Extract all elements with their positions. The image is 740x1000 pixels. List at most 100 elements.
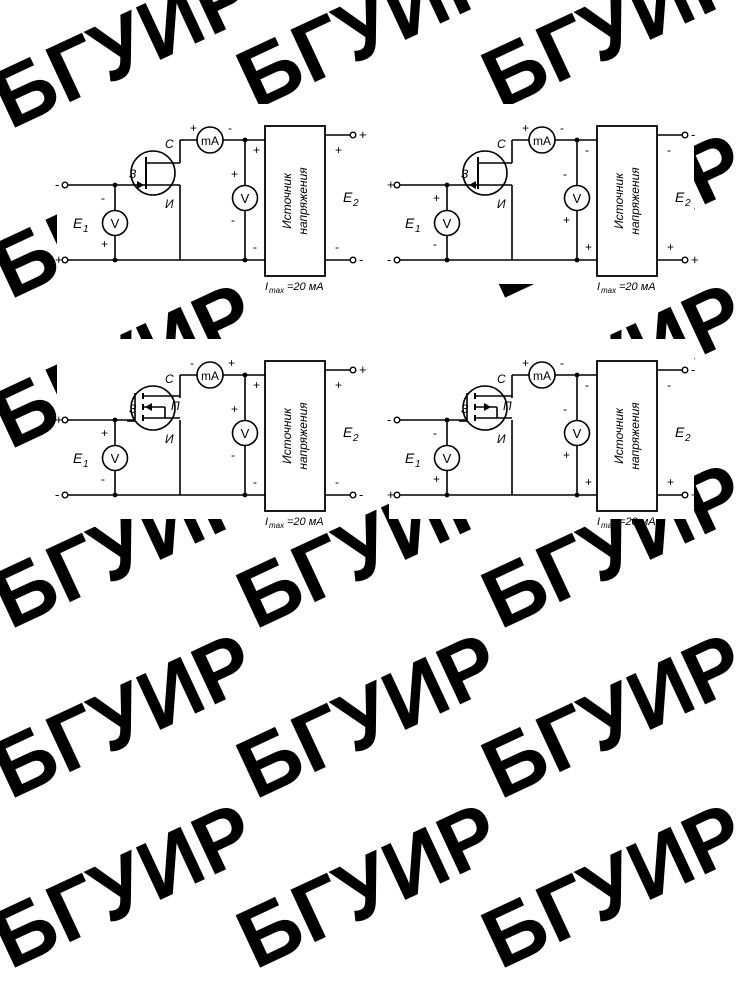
junction-dot [112, 417, 118, 423]
junction-dot [242, 492, 248, 498]
e1-subscript: 1 [83, 459, 89, 470]
drain-label: С [165, 372, 174, 386]
box-top-right-sign: - [667, 143, 671, 157]
e2-subscript: 2 [684, 198, 691, 209]
voltage-source-box [264, 125, 326, 277]
drain-label: С [497, 137, 506, 151]
voltmeter-e1-top-sign: - [433, 426, 437, 440]
drain-label: С [497, 372, 506, 386]
junction-dot [112, 182, 118, 188]
gate-label: З [461, 402, 469, 416]
voltmeter-e1-bottom-sign: + [101, 237, 108, 251]
ammeter-right-sign: - [228, 121, 232, 135]
ammeter-label: mA [533, 369, 551, 383]
e2-label: E [675, 189, 685, 205]
ammeter-right-sign: + [228, 356, 235, 370]
e1-label: E [405, 215, 415, 231]
box-bottom-left-sign: + [585, 475, 592, 489]
transistor-circle [462, 150, 508, 196]
terminal-circle [393, 181, 401, 189]
terminal-circle [61, 181, 69, 189]
e2-label: E [343, 424, 353, 440]
voltmeter-e2-label: V [573, 426, 582, 441]
terminal-circle [681, 131, 689, 139]
imax-label: I [597, 516, 600, 528]
terminal-circle [61, 491, 69, 499]
e1-label: E [73, 215, 83, 231]
voltmeter-e2-top-sign: + [231, 402, 238, 416]
box-bottom-left-sign: - [253, 475, 257, 489]
terminal-left-bottom-sign: - [55, 487, 59, 502]
source-label: И [497, 197, 506, 211]
terminal-top-sign: + [359, 362, 367, 377]
substrate-arrow [484, 403, 491, 411]
imax-value: =20 мА [619, 516, 656, 528]
imax-subscript: max [601, 521, 617, 530]
voltage-source-box [596, 125, 658, 277]
junction-dot [242, 372, 248, 378]
junction-dot [242, 257, 248, 263]
voltage-source-label-1: Источник [612, 172, 626, 229]
junction-dot [444, 257, 450, 263]
imax-value: =20 мА [619, 281, 656, 293]
junction-dot [112, 257, 118, 263]
voltmeter-e2-circle [563, 419, 591, 447]
voltmeter-e1-circle [101, 209, 129, 237]
source-label: И [497, 432, 506, 446]
terminal-circle [681, 491, 689, 499]
e2-subscript: 2 [352, 198, 359, 209]
box-bottom-left-sign: + [585, 240, 592, 254]
terminal-left-bottom-sign: + [387, 487, 395, 502]
terminal-circle [681, 256, 689, 264]
voltmeter-e2-label: V [573, 191, 582, 206]
ammeter-label: mA [533, 134, 551, 148]
e1-subscript: 1 [83, 224, 89, 235]
e2-subscript: 2 [684, 433, 691, 444]
transistor-circle [130, 385, 176, 431]
terminal-top-sign: + [359, 127, 367, 142]
voltmeter-e1-label: V [111, 216, 120, 231]
gate-arrow [469, 181, 476, 189]
junction-dot [574, 372, 580, 378]
terminal-bottom-sign: + [691, 487, 699, 502]
e1-subscript: 1 [415, 224, 421, 235]
terminal-circle [349, 491, 357, 499]
voltmeter-e1-bottom-sign: - [433, 237, 437, 251]
voltmeter-e2-bottom-sign: + [563, 448, 570, 462]
terminal-circle [349, 131, 357, 139]
voltage-source-label-2: напряжения [296, 167, 310, 235]
terminal-top-sign: - [691, 127, 695, 142]
terminal-circle [393, 256, 401, 264]
junction-dot [574, 492, 580, 498]
ammeter-left-sign: + [522, 121, 529, 135]
terminal-circle [349, 256, 357, 264]
gate-label: З [129, 167, 137, 181]
voltmeter-e1-bottom-sign: - [101, 472, 105, 486]
box-top-right-sign: + [335, 378, 342, 392]
junction-dot [444, 417, 450, 423]
voltmeter-e2-bottom-sign: - [231, 213, 235, 227]
terminal-bottom-sign: - [359, 252, 363, 267]
voltmeter-e1-label: V [443, 451, 452, 466]
ammeter-right-sign: - [560, 121, 564, 135]
terminal-bottom-sign: - [359, 487, 363, 502]
terminal-left-bottom-sign: + [55, 252, 63, 267]
junction-dot [112, 492, 118, 498]
voltmeter-e2-top-sign: + [231, 167, 238, 181]
source-label: И [165, 432, 174, 446]
voltage-source-label-1: Источник [280, 407, 294, 464]
box-top-right-sign: + [335, 143, 342, 157]
voltmeter-e1-circle [101, 444, 129, 472]
voltmeter-e1-bottom-sign: + [433, 472, 440, 486]
terminal-top-sign: - [691, 362, 695, 377]
voltage-source-label-1: Источник [280, 172, 294, 229]
voltmeter-e1-label: V [111, 451, 120, 466]
voltmeter-e2-top-sign: - [563, 167, 567, 181]
imax-value: =20 мА [287, 281, 324, 293]
voltmeter-e1-label: V [443, 216, 452, 231]
substrate-label: П [171, 399, 180, 413]
